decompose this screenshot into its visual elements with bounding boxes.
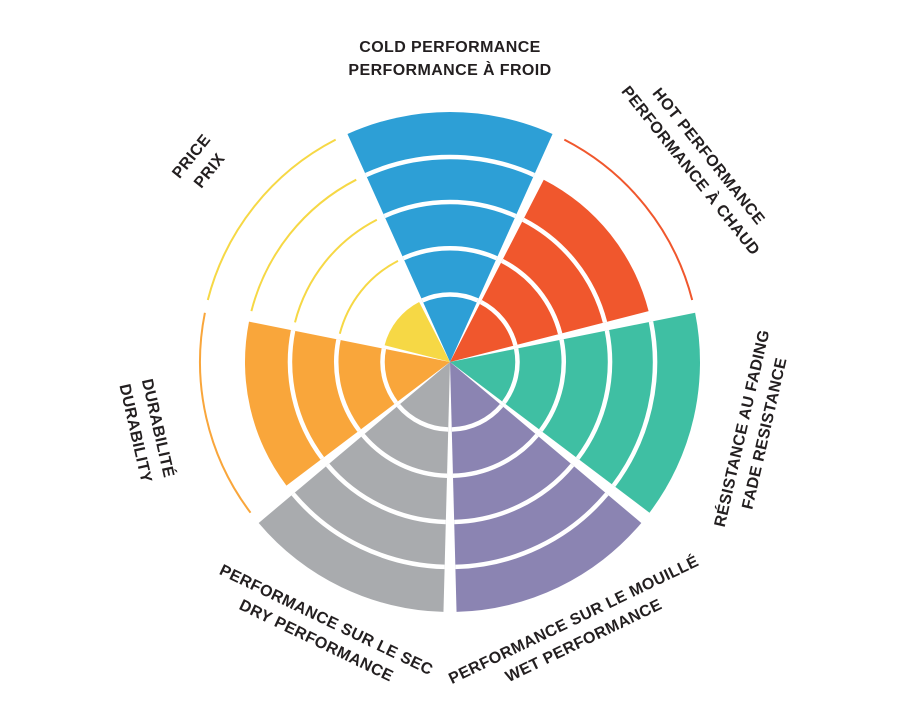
ring-divider-cold-performance: [421, 292, 479, 303]
ring-divider-dry-performance: [325, 463, 446, 525]
empty-ring-outline-price: [206, 138, 337, 301]
empty-ring-outline-durability: [199, 312, 252, 514]
ring-divider-hot-performance: [479, 299, 518, 346]
empty-ring-outline-price: [250, 178, 357, 312]
ring-divider-durability: [380, 348, 398, 405]
ring-divider-fade-resistance: [538, 339, 566, 432]
ring-divider-wet-performance: [454, 463, 575, 525]
ring-divider-fade-resistance: [502, 348, 520, 405]
ring-divider-fade-resistance: [611, 321, 658, 487]
ring-divider-hot-performance: [522, 217, 608, 323]
ring-divider-dry-performance: [291, 492, 445, 570]
ring-divider-dry-performance: [361, 433, 448, 478]
segment-wedge-cold-performance: [347, 112, 553, 363]
empty-ring-outline-price: [294, 218, 378, 323]
segment-wedge-price: [384, 301, 450, 362]
ring-divider-wet-performance: [455, 492, 609, 570]
segment-wedge-fade-resistance: [450, 312, 700, 513]
ring-divider-hot-performance: [500, 258, 563, 335]
empty-ring-outline-hot-performance: [563, 138, 694, 301]
ring-divider-fade-resistance: [575, 330, 613, 460]
segment-wedge-durability: [244, 321, 450, 486]
ring-divider-wet-performance: [451, 403, 504, 432]
ring-divider-cold-performance: [402, 246, 498, 261]
ring-divider-cold-performance: [364, 154, 536, 178]
empty-ring-outline-price: [338, 259, 399, 335]
segment-wedge-dry-performance: [258, 362, 450, 612]
ring-divider-dry-performance: [396, 403, 449, 432]
ring-divider-wet-performance: [452, 433, 539, 478]
ring-divider-durability: [334, 339, 362, 432]
segment-wedge-wet-performance: [450, 362, 642, 612]
ring-divider-durability: [287, 330, 325, 460]
ring-divider-cold-performance: [383, 199, 517, 219]
